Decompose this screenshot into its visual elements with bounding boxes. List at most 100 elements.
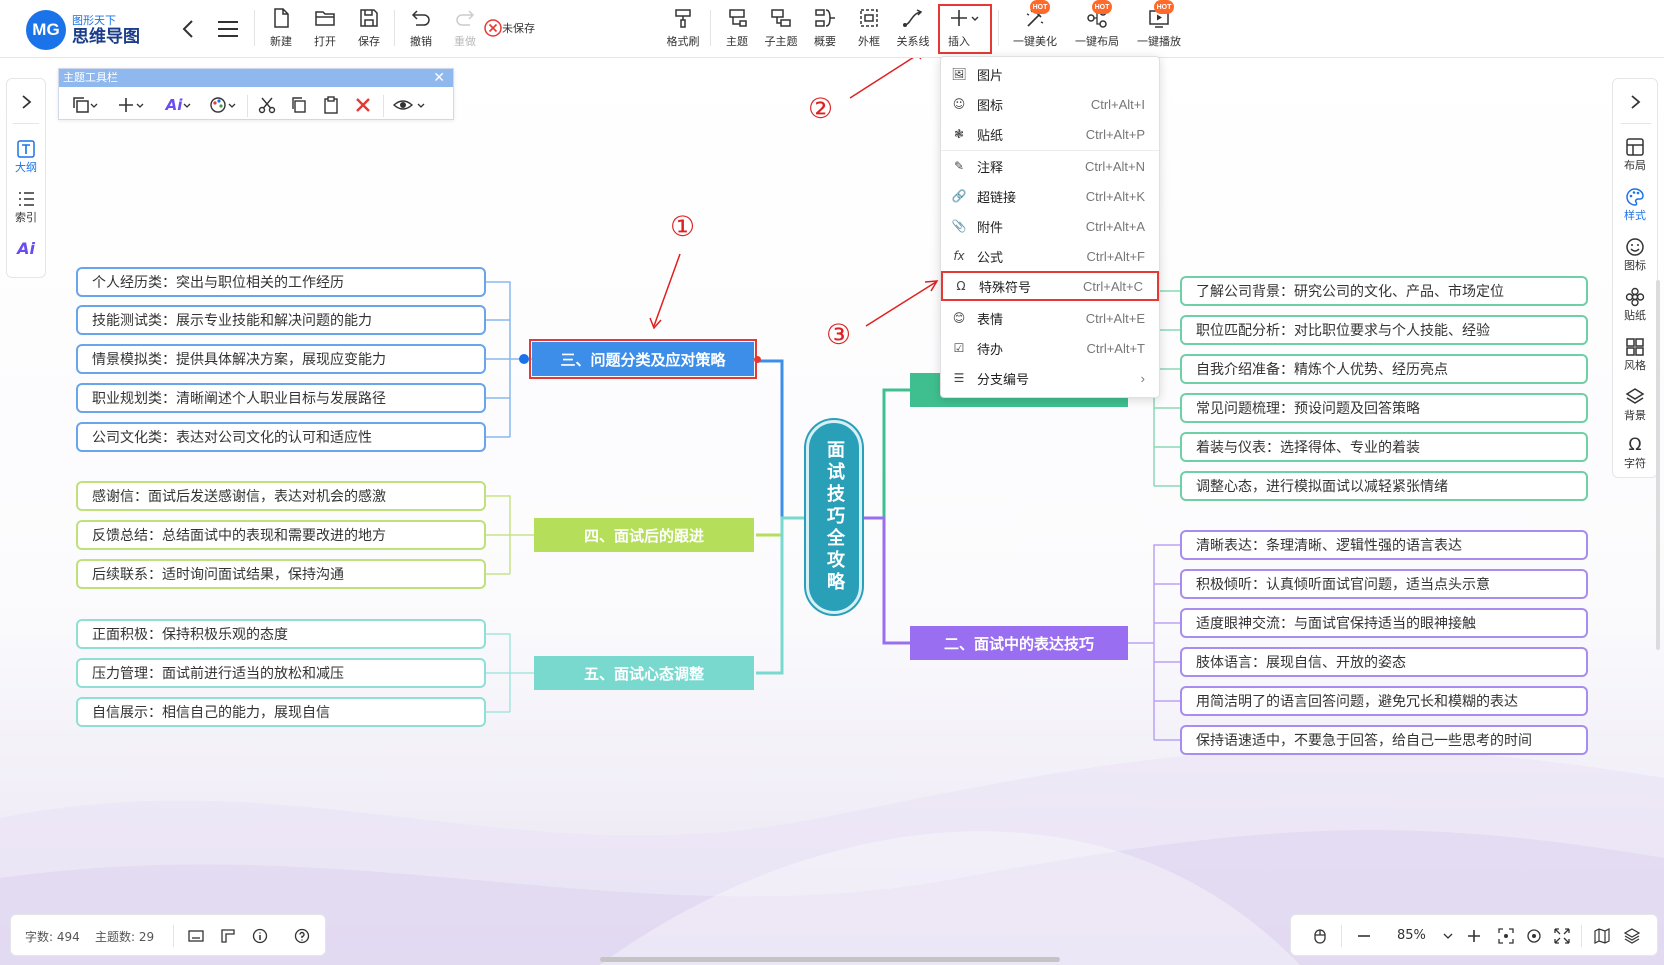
menu-item-branch-numbering[interactable]: ☰分支编号›	[941, 363, 1159, 393]
branch-topic-3[interactable]: 三、问题分类及应对策略	[529, 339, 757, 379]
leaf-topic[interactable]: 公司文化类：表达对公司文化的认可和适应性	[76, 422, 486, 452]
palette-icon	[1626, 188, 1644, 206]
paste-button[interactable]	[317, 93, 345, 117]
zoom-level[interactable]: 85%	[1397, 928, 1426, 943]
formula-icon: fx	[953, 249, 965, 263]
leaf-topic[interactable]: 压力管理：面试前进行适当的放松和减压	[76, 658, 486, 688]
summary-button[interactable]: 概要	[802, 6, 848, 52]
leaf-topic[interactable]: 调整心态，进行模拟面试以减轻紧张情绪	[1180, 471, 1588, 501]
leaf-topic[interactable]: 自信展示：相信自己的能力，展现自信	[76, 697, 486, 727]
menu-item-image[interactable]: 🖼图片	[941, 59, 1159, 89]
undo-button[interactable]: 撤销	[398, 6, 444, 52]
leaf-topic[interactable]: 职位匹配分析：对比职位要求与个人技能、经验	[1180, 315, 1588, 345]
relation-line-button[interactable]: 关系线	[890, 6, 936, 52]
fullscreen-icon[interactable]	[1551, 925, 1573, 947]
theme-panel-tab[interactable]: 风格	[1613, 337, 1657, 373]
branch-topic-2[interactable]: 二、面试中的表达技巧	[910, 626, 1128, 660]
leaf-topic[interactable]: 肢体语言：展现自信、开放的姿态	[1180, 647, 1588, 677]
mindmap-canvas[interactable]	[0, 58, 1664, 965]
visibility-button[interactable]	[389, 93, 429, 117]
leaf-topic[interactable]: 用简洁明了的语言回答问题，避免冗长和模糊的表达	[1180, 686, 1588, 716]
selection-handle[interactable]	[754, 356, 761, 363]
expand-left-button[interactable]	[7, 93, 45, 111]
leaf-topic[interactable]: 情景模拟类：提供具体解决方案，展现应变能力	[76, 344, 486, 374]
redo-button[interactable]: 重做	[442, 6, 488, 52]
zoom-out-button[interactable]	[1353, 925, 1375, 947]
color-palette-button[interactable]	[205, 93, 241, 117]
leaf-topic[interactable]: 自我介绍准备：精炼个人优势、经历亮点	[1180, 354, 1588, 384]
copy-button[interactable]	[285, 93, 313, 117]
zoom-in-button[interactable]	[1463, 925, 1485, 947]
index-tab[interactable]: 索引	[7, 189, 45, 225]
new-button[interactable]: 新建	[258, 6, 304, 52]
leaf-topic[interactable]: 适度眼神交流：与面试官保持适当的眼神接触	[1180, 608, 1588, 638]
leaf-topic[interactable]: 保持语速适中，不要急于回答，给自己一些思考的时间	[1180, 725, 1588, 755]
menu-button[interactable]	[206, 6, 250, 52]
selection-handle[interactable]	[519, 354, 529, 364]
ruler-icon[interactable]	[217, 925, 239, 947]
outline-tab[interactable]: 大纲	[7, 139, 45, 175]
open-button[interactable]: 打开	[302, 6, 348, 52]
center-target-icon[interactable]	[1523, 925, 1545, 947]
copy-style-button[interactable]	[67, 93, 103, 117]
branch-topic-4[interactable]: 四、面试后的跟进	[534, 518, 754, 552]
leaf-topic[interactable]: 积极倾听：认真倾听面试官问题，适当点头示意	[1180, 569, 1588, 599]
leaf-topic[interactable]: 着装与仪表：选择得体、专业的着装	[1180, 432, 1588, 462]
topic-button[interactable]: 主题	[714, 6, 760, 52]
leaf-topic[interactable]: 后续联系：适时询问面试结果，保持沟通	[76, 559, 486, 589]
leaf-topic[interactable]: 清晰表达：条理清晰、逻辑性强的语言表达	[1180, 530, 1588, 560]
leaf-topic[interactable]: 感谢信：面试后发送感谢信，表达对机会的感激	[76, 481, 486, 511]
delete-button[interactable]	[349, 93, 377, 117]
keyboard-icon[interactable]	[185, 925, 207, 947]
layout-panel-tab[interactable]: 布局	[1613, 137, 1657, 173]
frame-button[interactable]: 外框	[846, 6, 892, 52]
expand-right-button[interactable]	[1613, 93, 1657, 111]
leaf-topic[interactable]: 常见问题梳理：预设问题及回答策略	[1180, 393, 1588, 423]
add-topic-button[interactable]	[113, 93, 149, 117]
save-button[interactable]: 保存	[346, 6, 392, 52]
ai-tab[interactable]: Ai	[17, 239, 35, 258]
leaf-topic[interactable]: 职业规划类：清晰阐述个人职业目标与发展路径	[76, 383, 486, 413]
back-button[interactable]	[172, 6, 204, 52]
cut-button[interactable]	[253, 93, 281, 117]
leaf-topic[interactable]: 技能测试类：展示专业技能和解决问题的能力	[76, 305, 486, 335]
icon-panel-tab[interactable]: 图标	[1613, 237, 1657, 273]
leaf-topic[interactable]: 个人经历类：突出与职位相关的工作经历	[76, 267, 486, 297]
map-icon[interactable]	[1591, 925, 1613, 947]
horizontal-scrollbar[interactable]	[600, 957, 1060, 962]
leaf-topic[interactable]: 正面积极：保持积极乐观的态度	[76, 619, 486, 649]
theme-toolbar-header[interactable]: 主题工具栏✕	[59, 69, 453, 87]
vertical-scrollbar[interactable]	[1656, 280, 1660, 650]
fit-screen-icon[interactable]	[1495, 925, 1517, 947]
background-panel-tab[interactable]: 背景	[1613, 387, 1657, 423]
branch-topic-5[interactable]: 五、面试心态调整	[534, 656, 754, 690]
hand-pan-icon[interactable]	[1309, 925, 1331, 947]
format-brush-button[interactable]: 格式刷	[660, 6, 706, 52]
leaf-topic[interactable]: 了解公司背景：研究公司的文化、产品、市场定位	[1180, 276, 1588, 306]
help-icon[interactable]	[291, 925, 313, 947]
ai-button[interactable]: Ai	[161, 93, 197, 117]
central-topic[interactable]: 面试技巧全攻略	[806, 420, 862, 614]
chevron-down-icon[interactable]	[1437, 925, 1459, 947]
close-icon[interactable]: ✕	[433, 70, 445, 86]
leaf-topic[interactable]: 反馈总结：总结面试中的表现和需要改进的地方	[76, 520, 486, 550]
sticker-panel-tab[interactable]: 贴纸	[1613, 287, 1657, 323]
subtopic-button[interactable]: 子主题	[758, 6, 804, 52]
style-panel-tab[interactable]: 样式	[1613, 187, 1657, 223]
info-icon[interactable]	[249, 925, 271, 947]
layers-icon[interactable]	[1621, 925, 1643, 947]
insert-button[interactable]: 插入	[940, 6, 990, 52]
